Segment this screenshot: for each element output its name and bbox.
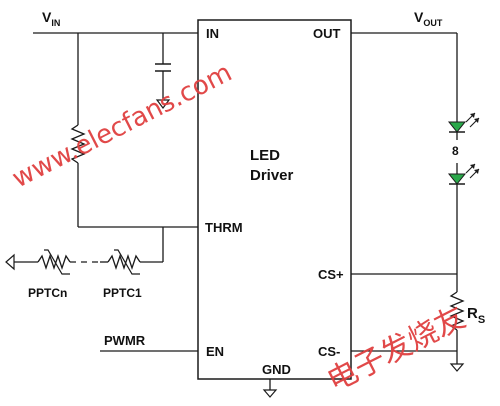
pptc1-slash (114, 249, 140, 275)
vin-label: VIN (42, 9, 60, 28)
pin-thrm-label: THRM (205, 220, 243, 235)
pptcn-label: PPTCn (28, 286, 67, 300)
pwmr-label: PWMR (104, 333, 146, 348)
pin-gnd-label: GND (262, 362, 291, 377)
rs-ground-symbol (449, 363, 465, 372)
vout-label: VOUT (414, 9, 443, 28)
pptc1-resistor (107, 253, 141, 271)
chip-name-line1: LED (250, 147, 280, 164)
pin-csminus-label: CS- (318, 344, 340, 359)
led-driver-chip (197, 19, 352, 380)
url-watermark: www.elecfans.com (8, 58, 237, 195)
ntc-thermistor (70, 124, 86, 164)
pin-en-label: EN (206, 344, 224, 359)
chip-name-line2: Driver (250, 167, 294, 184)
pin-in-label: IN (206, 26, 219, 41)
pin-out-label: OUT (313, 26, 341, 41)
gnd-ground-symbol (262, 389, 278, 398)
led-1-ray-2-head (474, 118, 479, 123)
led-gap-label: 8 (452, 144, 459, 158)
sense-resistor (449, 291, 465, 331)
pptcn-slash (44, 249, 70, 275)
pptc1-label: PPTC1 (103, 286, 142, 300)
pin-csplus-label: CS+ (318, 267, 344, 282)
pptcn-ground-symbol (5, 253, 15, 271)
led-n-ray-2-head (474, 169, 479, 174)
led-n (447, 173, 467, 185)
led-n-ray-1-head (470, 164, 475, 169)
cn-watermark: 电子发烧友 (322, 300, 472, 399)
pptcn-resistor (37, 253, 71, 271)
rs-label: RS (467, 305, 485, 326)
led-1 (447, 121, 467, 133)
capacitor-ground-symbol (155, 99, 171, 109)
led-1-ray-1-head (470, 113, 475, 118)
